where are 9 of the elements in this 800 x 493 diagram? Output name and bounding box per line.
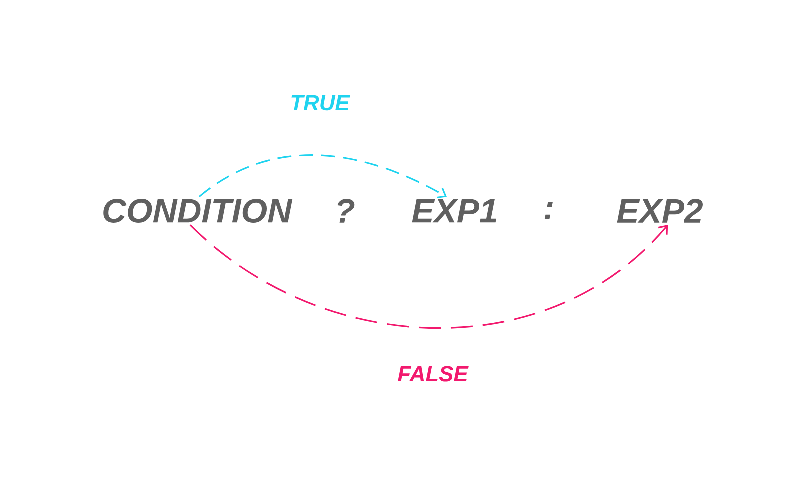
code-word: EXP2 (617, 199, 703, 223)
edge-label: FALSE (398, 366, 469, 382)
edge-label: TRUE (292, 95, 350, 111)
operator-symbol: : (544, 202, 553, 220)
curved-arrow (190, 224, 668, 329)
curved-arrow (199, 154, 447, 199)
code-word: EXP1 (412, 199, 496, 223)
operator-symbol: ? (338, 199, 355, 223)
code-word: CONDITION (104, 199, 293, 223)
